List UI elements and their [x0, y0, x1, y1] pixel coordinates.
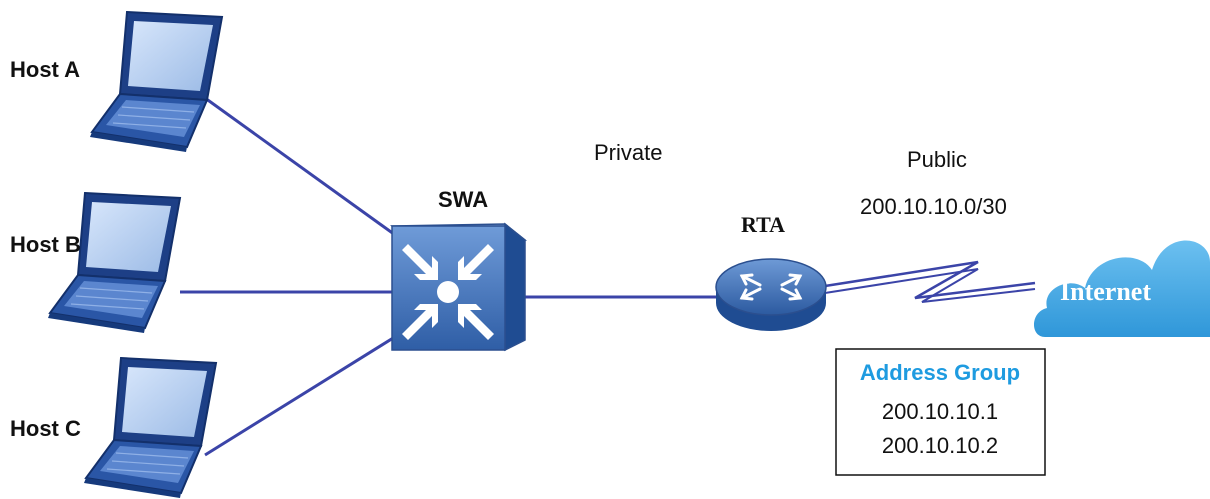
cloud-icon [1033, 240, 1210, 337]
address-group-item: 200.10.10.2 [882, 433, 998, 458]
switch-icon [390, 222, 528, 352]
router-icon [715, 258, 827, 331]
host-b [47, 192, 181, 334]
host-b-label: Host B [10, 232, 81, 257]
public-network: 200.10.10.0/30 [860, 194, 1007, 219]
router-label: RTA [741, 212, 785, 237]
host-c-label: Host C [10, 416, 81, 441]
address-group-item: 200.10.10.1 [882, 399, 998, 424]
internet-label: Internet [1060, 277, 1151, 306]
link-host-a-swa [204, 96, 399, 239]
wan-link [824, 260, 1036, 300]
switch-label: SWA [438, 187, 488, 212]
link-host-c-swa [204, 333, 399, 457]
host-a-label: Host A [10, 57, 80, 82]
private-label: Private [594, 140, 662, 165]
address-group-title: Address Group [860, 360, 1020, 385]
host-c [83, 357, 217, 499]
host-a [89, 11, 223, 153]
public-label: Public [907, 147, 967, 172]
address-group-box [835, 348, 1046, 476]
